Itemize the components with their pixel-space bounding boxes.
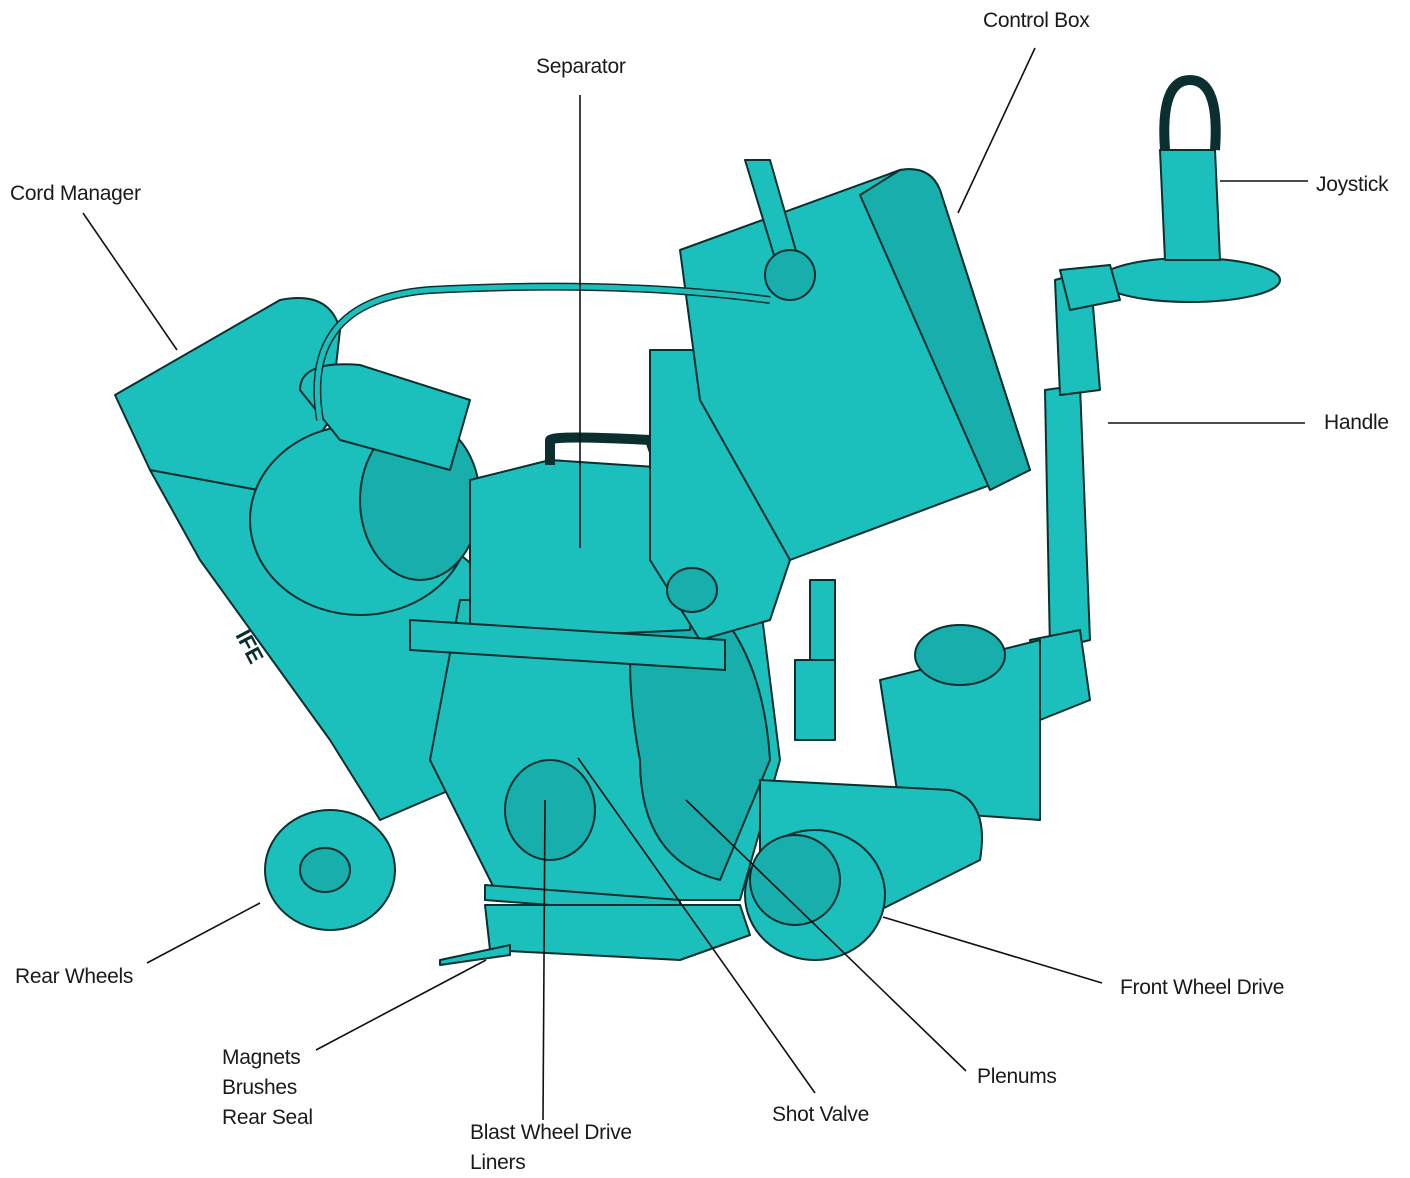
lever-hub: [764, 249, 816, 301]
label-brushes: Brushes: [222, 1076, 297, 1099]
label-control-box: Control Box: [983, 9, 1090, 32]
label-front-wheel-drive: Front Wheel Drive: [1120, 976, 1285, 999]
blast-wheel-plate: [504, 759, 596, 861]
label-joystick: Joystick: [1316, 173, 1389, 196]
label-blast-wheel-drive-liners: Blast Wheel Drive Liners: [470, 1118, 632, 1178]
label-handle: Handle: [1324, 411, 1389, 434]
motor-cap: [914, 624, 1006, 686]
joystick-base: [1099, 257, 1281, 303]
joystick-grip: [1159, 75, 1221, 151]
separator-handle: [545, 432, 665, 472]
inspection-port: [666, 567, 718, 613]
leader-cord-manager: [82, 212, 178, 351]
handle-tube: [1044, 384, 1091, 651]
spring-housing: [794, 659, 836, 741]
cable-core: [314, 284, 771, 421]
leader-blast-wheel: [542, 799, 546, 1121]
label-cord-manager: Cord Manager: [10, 182, 141, 205]
label-rear-seal: Rear Seal: [222, 1106, 313, 1129]
label-magnets-brushes-rear-seal: Magnets Brushes Rear Seal: [222, 1043, 313, 1133]
label-plenums: Plenums: [977, 1065, 1057, 1088]
leader-magnets: [315, 959, 487, 1051]
front-bar: [409, 619, 726, 671]
joystick-post: [1159, 149, 1221, 261]
joystick-arm: [1059, 264, 1121, 311]
label-magnets: Magnets: [222, 1046, 301, 1069]
label-separator: Separator: [536, 55, 626, 78]
label-shot-valve: Shot Valve: [772, 1103, 870, 1126]
spring-post: [809, 579, 836, 671]
machine-body: [114, 75, 1281, 966]
front-wheel-hub: [749, 834, 841, 926]
leader-control-box: [957, 47, 1036, 214]
rear-seal-blade: [439, 944, 511, 966]
leader-front-wheel-drive: [882, 916, 1103, 984]
leader-plenums: [685, 799, 967, 1072]
label-liners: Liners: [470, 1151, 526, 1174]
control-box-side: [859, 168, 1031, 491]
bottom-seal: [484, 904, 751, 961]
rear-wheel-hub: [299, 847, 351, 893]
inlet-pipe: [299, 363, 471, 471]
leader-lines: [82, 47, 1308, 1121]
leader-rear-wheels: [146, 902, 261, 964]
label-rear-wheels: Rear Wheels: [15, 965, 134, 988]
leader-shot-valve: [577, 757, 816, 1094]
label-blast-wheel-drive: Blast Wheel Drive: [470, 1121, 632, 1144]
